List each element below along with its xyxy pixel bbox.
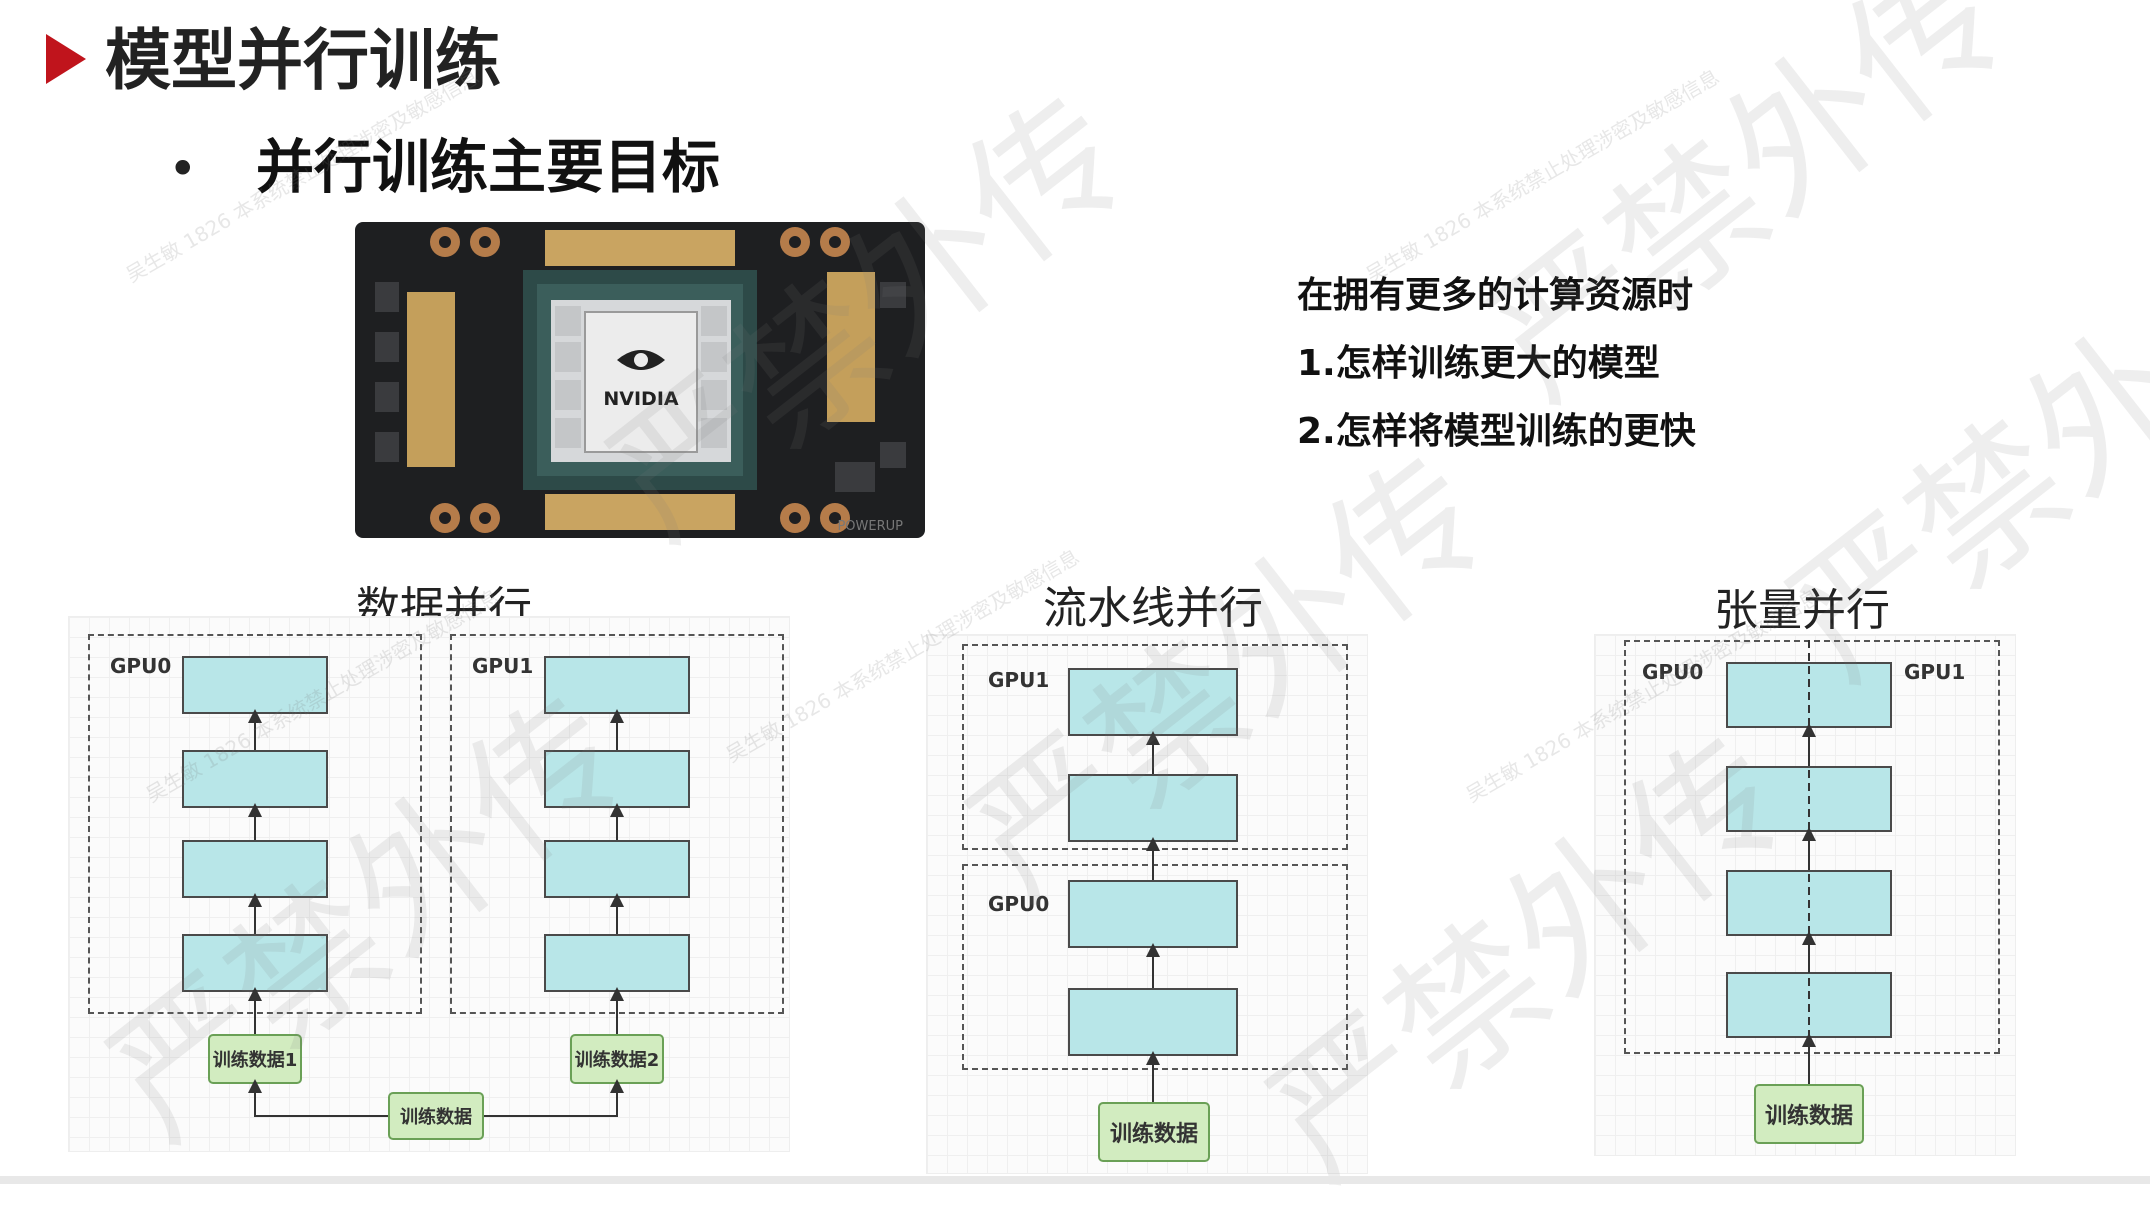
model-layer-box <box>544 840 690 898</box>
gpu-corner-text: POWERUP <box>837 519 903 534</box>
gpu0-stage <box>962 864 1348 1070</box>
gpu-label: GPU1 <box>1904 660 1966 684</box>
gpu-group <box>1624 640 2000 1054</box>
pipeline-parallel-title: 流水线并行 <box>1043 583 1263 634</box>
training-data-box: 训练数据 <box>1754 1084 1864 1144</box>
gpu-label: GPU1 <box>472 654 534 678</box>
goals-text: 在拥有更多的计算资源时 1.怎样训练更大的模型 2.怎样将模型训练的更快 <box>1297 262 1696 466</box>
gpu-label: GPU0 <box>110 654 172 678</box>
tensor-parallel-title: 张量并行 <box>1714 585 1890 636</box>
model-layer-box <box>182 750 328 808</box>
model-layer-box <box>1068 988 1238 1056</box>
slide-title: 模型并行训练 <box>105 22 501 99</box>
gpu-label: GPU1 <box>988 668 1050 692</box>
gpu-label: GPU0 <box>1642 660 1704 684</box>
goals-line-2: 1.怎样训练更大的模型 <box>1297 343 1660 384</box>
title-arrow-icon <box>46 34 86 84</box>
model-layer-box <box>544 750 690 808</box>
slide-bottom-bar <box>0 1176 2150 1184</box>
model-layer-box <box>544 656 690 714</box>
model-layer-box <box>1068 668 1238 736</box>
bullet-icon: • <box>168 140 198 198</box>
training-data-box: 训练数据 <box>388 1092 484 1140</box>
gpu-brand-text: NVIDIA <box>603 388 679 410</box>
goals-line-1: 在拥有更多的计算资源时 <box>1297 275 1694 316</box>
training-data-box: 训练数据 <box>1098 1102 1210 1162</box>
model-layer-box <box>182 840 328 898</box>
gpu-label: GPU0 <box>988 892 1050 916</box>
connector-arrows <box>248 640 1816 1117</box>
slide-subtitle: 并行训练主要目标 <box>256 133 721 201</box>
model-layer-box <box>182 656 328 714</box>
gpu-board-image: NVIDIA POWERUP <box>355 222 925 538</box>
goals-line-3: 2.怎样将模型训练的更快 <box>1297 411 1696 452</box>
